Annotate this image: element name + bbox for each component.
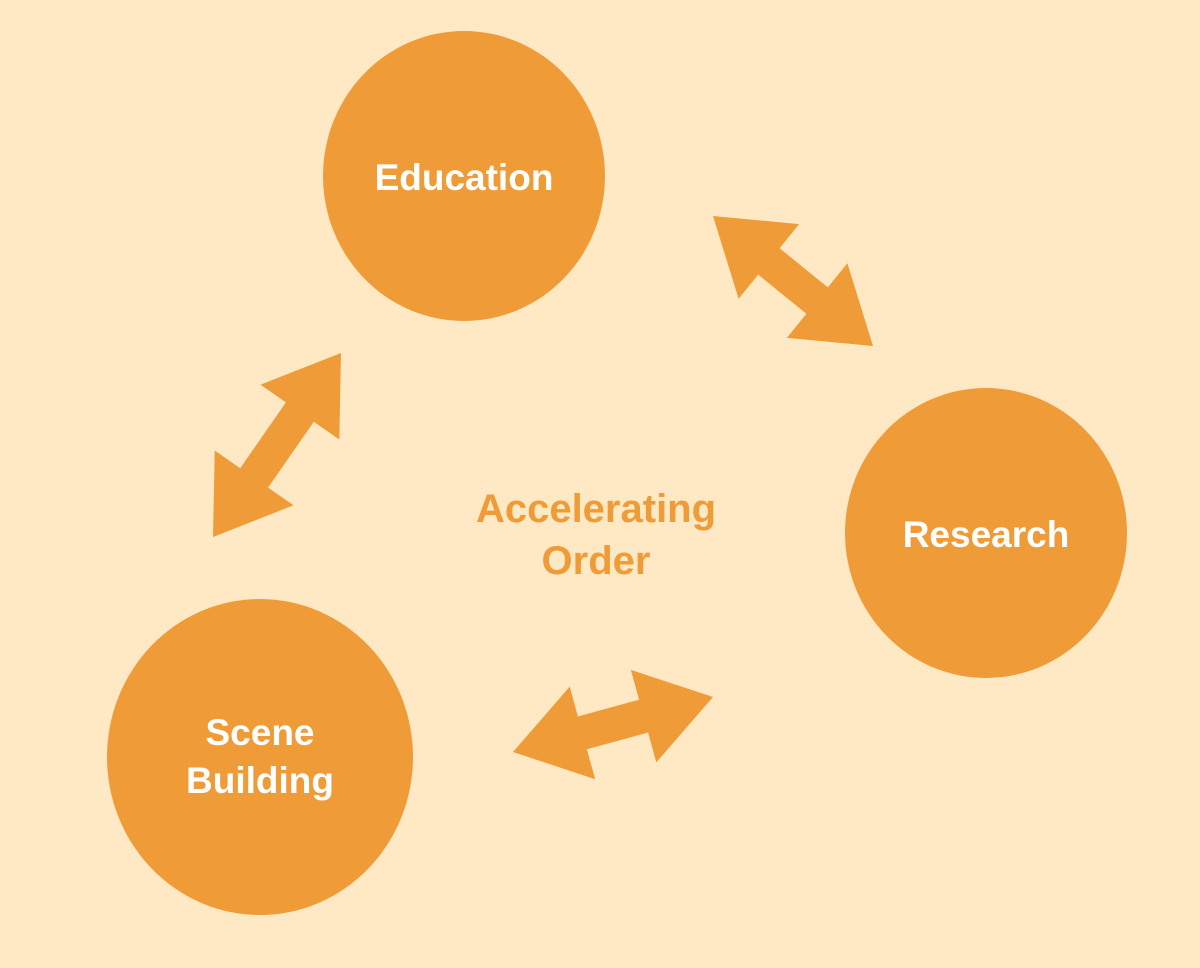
scene-building-label: Scene Building — [186, 712, 334, 801]
research-scene-building-arrow-icon — [513, 669, 713, 780]
scene-building-node — [107, 599, 413, 915]
education-label: Education — [374, 157, 554, 198]
research-node — [845, 388, 1127, 678]
education-research-arrow-icon — [713, 216, 873, 346]
research-label: Research — [902, 514, 1070, 555]
center-label: Accelerating Order — [475, 487, 717, 583]
scene-building-education-arrow-icon — [213, 353, 341, 537]
education-node — [323, 31, 605, 321]
